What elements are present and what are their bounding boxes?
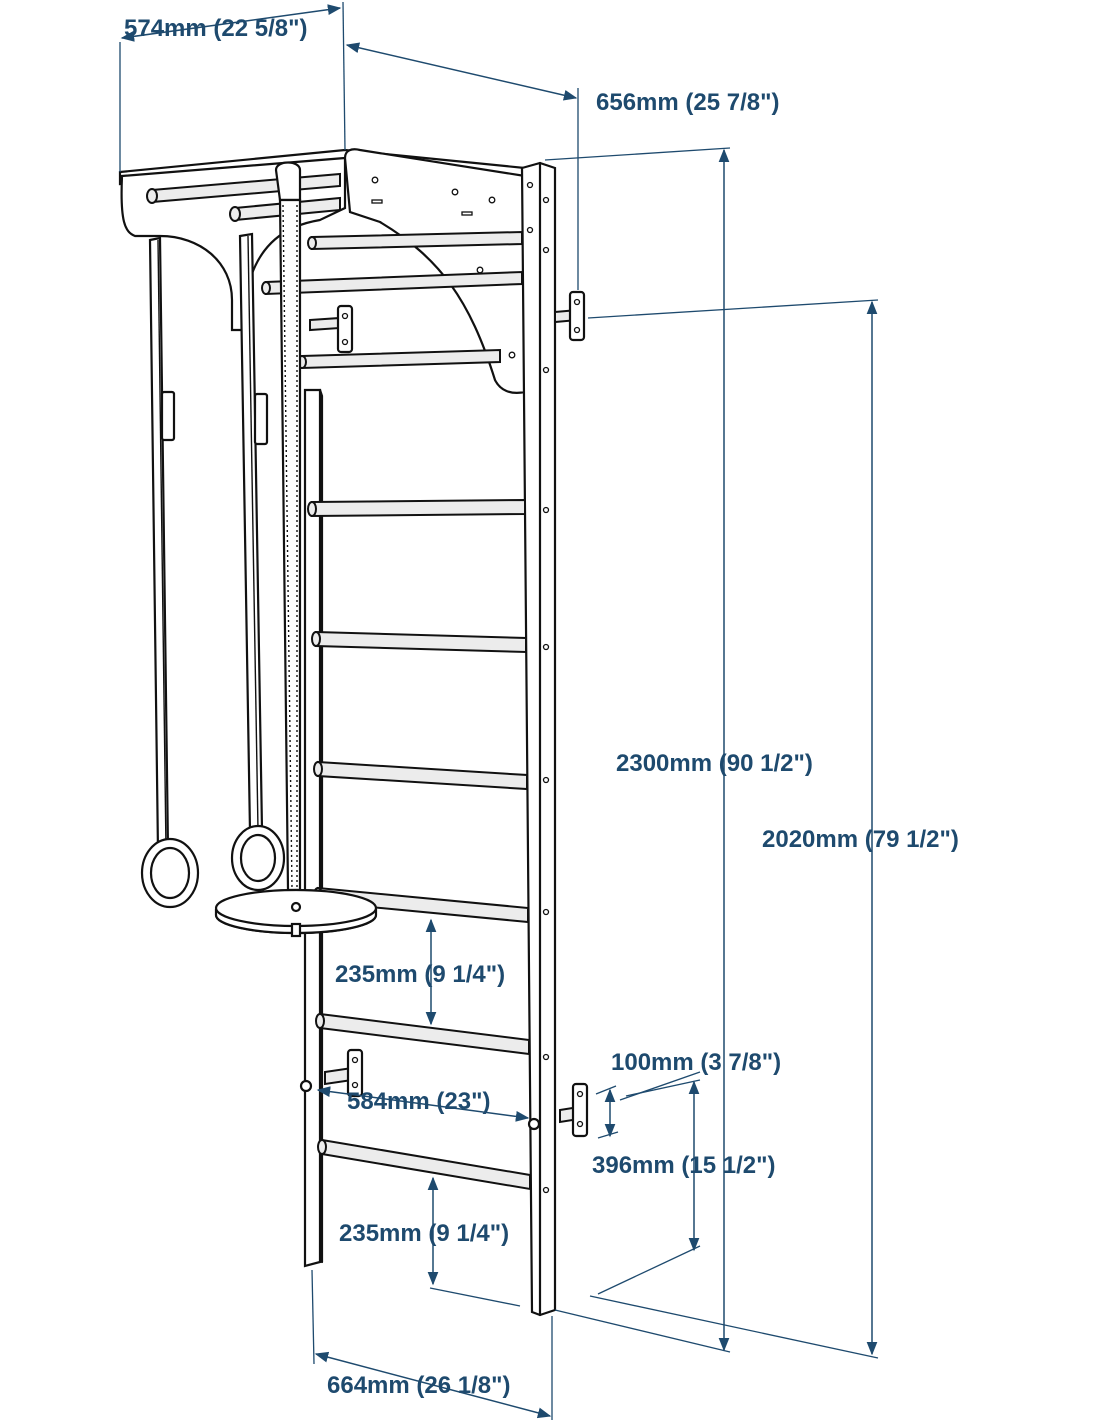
rung: [307, 230, 523, 251]
label-top-width: 656mm (25 7/8"): [596, 89, 779, 116]
label-bracket-height: 396mm (15 1/2"): [592, 1152, 775, 1179]
bracket-holes: [371, 176, 516, 359]
dim-line-base-width: [314, 1351, 552, 1419]
climbing-rope: [274, 161, 302, 892]
label-inner-width: 584mm (23"): [347, 1088, 490, 1115]
label-rung-spacing-lower: 235mm (9 1/4"): [339, 1220, 509, 1247]
ladder-rungs: [261, 230, 531, 1191]
label-rung-spacing-upper: 235mm (9 1/4"): [335, 961, 505, 988]
label-ladder-height: 2020mm (79 1/2"): [762, 826, 959, 853]
wall-bars-illustration: [118, 148, 589, 1317]
dim-line-top-width: [345, 42, 578, 101]
rung: [297, 348, 501, 370]
gym-ring-straps: [148, 232, 269, 854]
right-pullup-bracket: [343, 148, 527, 394]
rung: [261, 270, 523, 296]
label-bracket-depth: 100mm (3 7/8"): [611, 1049, 781, 1076]
label-base-width: 664mm (26 1/8"): [327, 1372, 510, 1399]
left-stile: [303, 388, 322, 1268]
rung: [315, 1012, 530, 1056]
label-top-depth: 574mm (22 5/8"): [124, 15, 307, 42]
dim-line-top-depth: [120, 4, 342, 42]
rung: [307, 498, 526, 518]
rung: [317, 1138, 531, 1191]
label-total-height: 2300mm (90 1/2"): [616, 750, 813, 777]
rung: [311, 630, 527, 654]
dim-line-inner-width: [316, 1086, 530, 1122]
wall-mount-brackets: [299, 290, 589, 1138]
rung: [313, 760, 528, 791]
right-stile: [520, 161, 557, 1317]
right-stile-holes: [526, 181, 550, 1194]
gym-rings: [140, 824, 286, 909]
rope-disc-seat: [214, 888, 378, 938]
dimension-lines: [119, 1, 879, 1420]
dimension-labels: 574mm (22 5/8") 656mm (25 7/8") 2300mm (…: [124, 15, 959, 1399]
